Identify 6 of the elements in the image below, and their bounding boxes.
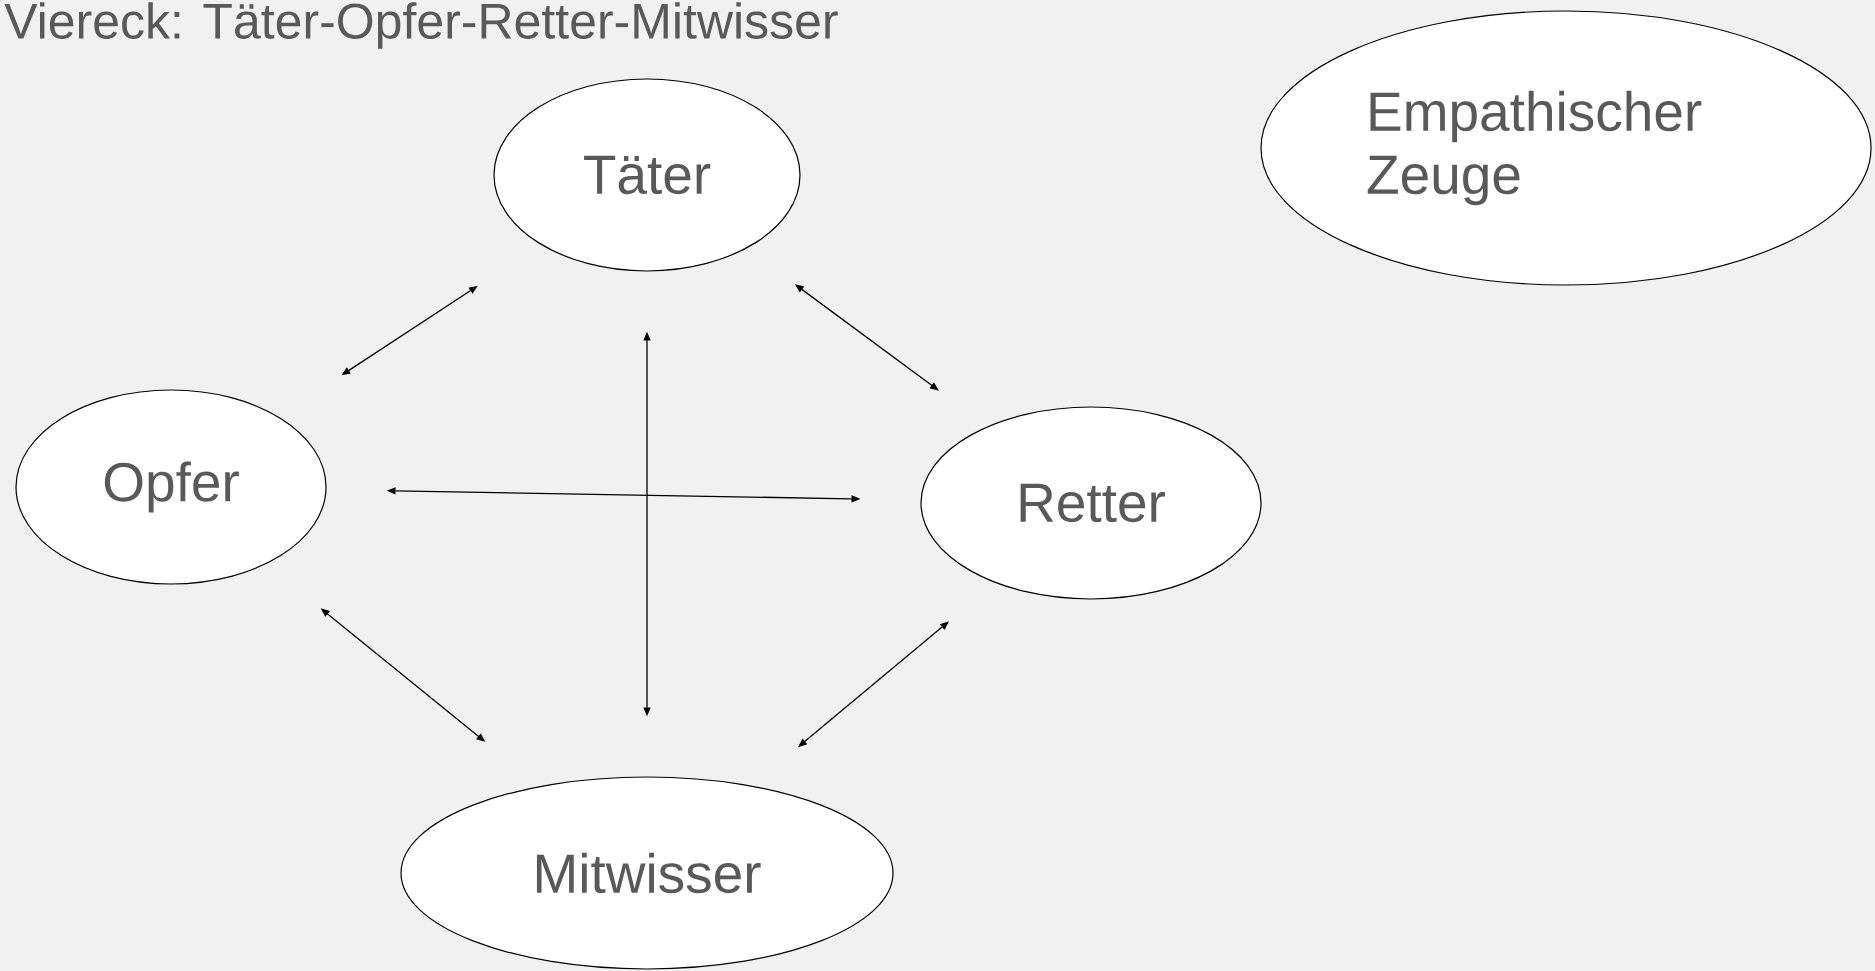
ellipse-node: Empathischer Zeuge <box>1260 10 1872 286</box>
ellipse-node: Opfer <box>15 389 327 585</box>
ellipse-node: Mitwisser <box>400 776 894 970</box>
title: Viereck: Täter-Opfer-Retter-Mitwisser <box>4 2 838 49</box>
ellipse-node: Retter <box>920 406 1262 600</box>
ellipse-node: Täter <box>493 78 801 272</box>
